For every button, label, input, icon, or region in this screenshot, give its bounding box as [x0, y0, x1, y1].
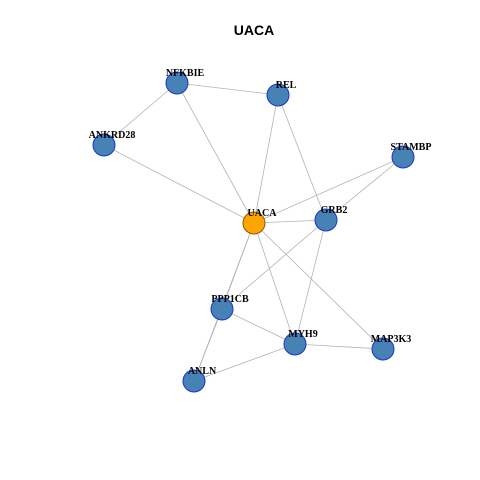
node-ankrd28[interactable]	[92, 133, 116, 157]
edge-ppp1cb-myh9	[221, 308, 296, 345]
node-grb2[interactable]	[314, 208, 338, 232]
node-map3k3[interactable]	[371, 337, 395, 361]
edge-uaca-myh9	[253, 222, 296, 345]
edge-uaca-grb2	[253, 219, 327, 224]
node-myh9[interactable]	[283, 332, 307, 356]
node-label-anln: ANLN	[188, 366, 217, 377]
node-label-map3k3: MAP3K3	[371, 334, 412, 345]
node-label-nfkbie: NFKBIE	[166, 68, 205, 79]
node-label-ppp1cb: PPP1CB	[211, 294, 249, 305]
edge-grb2-myh9	[294, 219, 327, 345]
edge-stambp-grb2	[325, 156, 404, 221]
edge-ppp1cb-anln	[193, 308, 223, 382]
node-nfkbie[interactable]	[165, 71, 189, 95]
node-stambp[interactable]	[391, 145, 415, 169]
node-rel[interactable]	[266, 83, 290, 107]
edge-nfkbie-rel	[176, 82, 279, 96]
node-label-uaca: UACA	[248, 208, 278, 219]
edge-ankrd28-uaca	[103, 144, 255, 224]
edge-nfkbie-ankrd28	[103, 82, 178, 146]
node-label-grb2: GRB2	[321, 205, 348, 216]
node-label-rel: REL	[276, 80, 297, 91]
edge-grb2-ppp1cb	[221, 219, 327, 310]
node-label-stambp: STAMBP	[391, 142, 432, 153]
edge-nfkbie-uaca	[176, 82, 255, 224]
edge-myh9-anln	[193, 343, 296, 382]
edge-myh9-map3k3	[294, 343, 384, 350]
edge-rel-grb2	[277, 94, 327, 221]
node-anln[interactable]	[182, 369, 206, 393]
edge-rel-uaca	[253, 94, 279, 224]
graph-title: UACA	[234, 22, 274, 38]
node-ppp1cb[interactable]	[210, 297, 234, 321]
edge-stambp-uaca	[253, 156, 404, 224]
nodes-layer	[92, 71, 415, 393]
node-label-myh9: MYH9	[288, 329, 317, 340]
node-label-ankrd28: ANKRD28	[89, 130, 136, 141]
node-uaca[interactable]	[242, 211, 266, 235]
edge-uaca-map3k3	[253, 222, 384, 350]
